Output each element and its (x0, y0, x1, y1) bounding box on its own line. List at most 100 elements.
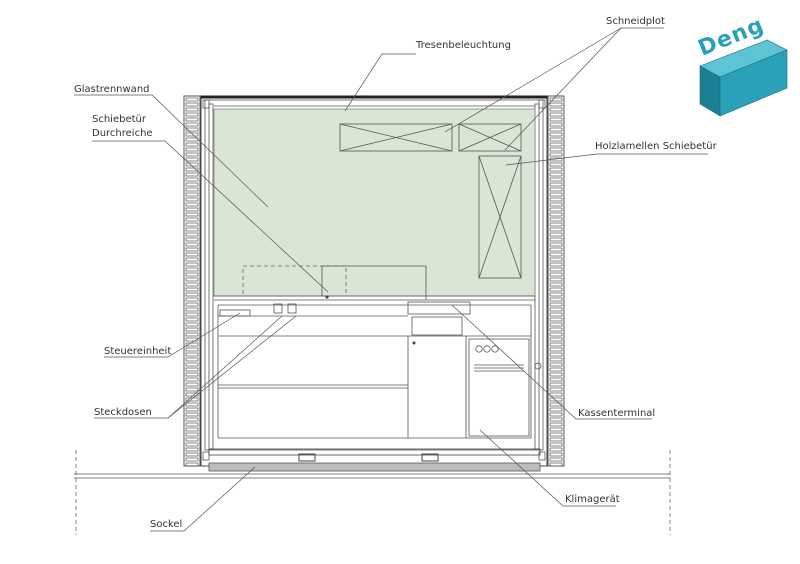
right-slat-44 (549, 317, 563, 322)
label-kassenterminal: Kassenterminal (578, 408, 655, 419)
left-slat-46 (185, 327, 199, 332)
labels: Tresenbeleuchtung Schneidplot Glastrennw… (74, 16, 718, 530)
right-slat-52 (549, 357, 563, 362)
sliding-pass-window (242, 265, 427, 300)
right-slat-3 (549, 112, 563, 117)
right-slat-42 (549, 307, 563, 312)
left-slat-52 (185, 357, 199, 362)
cutting-plot-2 (458, 123, 522, 152)
label-schiebetuer: Schiebetür (92, 114, 147, 125)
label-glastrennwand: Glastrennwand (74, 84, 150, 95)
left-slat-6 (185, 127, 199, 132)
right-slat-35 (549, 272, 563, 277)
label-sockel: Sockel (150, 519, 182, 530)
left-slat-57 (185, 382, 199, 387)
left-slat-54 (185, 367, 199, 372)
left-slat-37 (185, 282, 199, 287)
left-slat-16 (185, 177, 199, 182)
right-slat-0 (549, 97, 563, 102)
left-slat-55 (185, 372, 199, 377)
right-slat-8 (549, 137, 563, 142)
right-slat-61 (549, 402, 563, 407)
right-slat-5 (549, 122, 563, 127)
left-slat-42 (185, 307, 199, 312)
socket-1 (273, 303, 283, 314)
right-slat-29 (549, 242, 563, 247)
left-slat-58 (185, 387, 199, 392)
right-slat-72 (549, 457, 563, 462)
left-slat-18 (185, 187, 199, 192)
right-slat-17 (549, 182, 563, 187)
right-slat-63 (549, 412, 563, 417)
right-slat-59 (549, 392, 563, 397)
left-slat-44 (185, 317, 199, 322)
right-slat-49 (549, 342, 563, 347)
leader-lines (74, 27, 708, 532)
left-slat-25 (185, 222, 199, 227)
right-slat-28 (549, 237, 563, 242)
left-slat-24 (185, 217, 199, 222)
right-slat-65 (549, 422, 563, 427)
left-slat-1 (185, 102, 199, 107)
label-tresenbeleuchtung: Tresenbeleuchtung (415, 40, 511, 51)
left-slat-31 (185, 252, 199, 257)
left-slat-70 (185, 447, 199, 452)
right-slat-45 (549, 322, 563, 327)
right-slat-64 (549, 417, 563, 422)
right-slat-36 (549, 277, 563, 282)
left-slat-5 (185, 122, 199, 127)
left-slat-71 (185, 452, 199, 457)
climate-unit (468, 338, 530, 437)
left-slat-7 (185, 132, 199, 137)
right-slat-6 (549, 127, 563, 132)
left-slat-30 (185, 247, 199, 252)
left-slat-14 (185, 167, 199, 172)
right-slat-15 (549, 172, 563, 177)
right-slat-4 (549, 117, 563, 122)
right-slat-43 (549, 312, 563, 317)
label-steckdosen: Steckdosen (94, 407, 152, 418)
left-slat-2 (185, 107, 199, 112)
right-slat-58 (549, 387, 563, 392)
left-slat-60 (185, 397, 199, 402)
right-slat-38 (549, 287, 563, 292)
sockel-base (208, 448, 541, 472)
left-slat-67 (185, 432, 199, 437)
right-slat-73 (549, 462, 563, 467)
right-slat-31 (549, 252, 563, 257)
left-slat-12 (185, 157, 199, 162)
left-slat-62 (185, 407, 199, 412)
left-slat-34 (185, 267, 199, 272)
label-klimageraet: Klimagerät (565, 494, 620, 505)
right-slat-53 (549, 362, 563, 367)
left-slat-66 (185, 427, 199, 432)
left-slat-8 (185, 137, 199, 142)
right-slat-30 (549, 247, 563, 252)
counter-cabinets (214, 299, 542, 439)
label-durchreiche: Durchreiche (92, 128, 153, 139)
right-slat-67 (549, 432, 563, 437)
right-slat-47 (549, 332, 563, 337)
right-slat-56 (549, 377, 563, 382)
right-slat-54 (549, 367, 563, 372)
right-slat-34 (549, 267, 563, 272)
right-slat-55 (549, 372, 563, 377)
cutting-plot-1 (339, 123, 453, 152)
right-slat-24 (549, 217, 563, 222)
left-slat-29 (185, 242, 199, 247)
cutting-plot-3 (478, 155, 522, 279)
left-slat-72 (185, 457, 199, 462)
left-slat-35 (185, 272, 199, 277)
glass-partition (213, 105, 536, 297)
left-slat-65 (185, 422, 199, 427)
right-slat-40 (549, 297, 563, 302)
right-slat-7 (549, 132, 563, 137)
left-slat-3 (185, 112, 199, 117)
right-slat-57 (549, 382, 563, 387)
left-slat-53 (185, 362, 199, 367)
left-slat-43 (185, 312, 199, 317)
right-wood-slats (547, 95, 565, 467)
left-slat-61 (185, 402, 199, 407)
left-slat-64 (185, 417, 199, 422)
